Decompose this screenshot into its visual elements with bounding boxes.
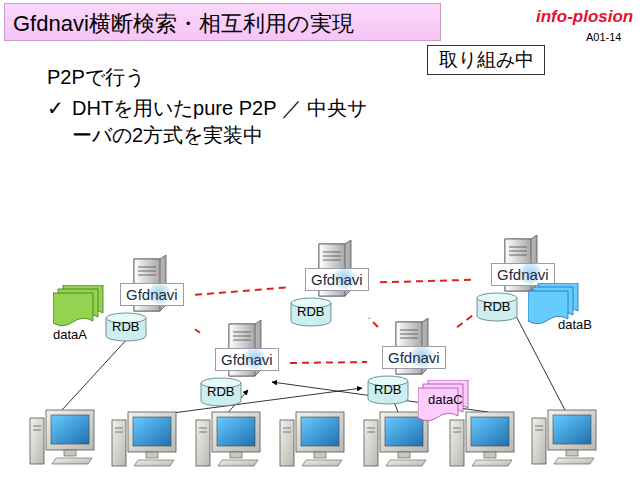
p2p-link [195, 287, 290, 295]
server-node: GfdnaviRDB [290, 240, 380, 327]
server-label: Gfdnavi [120, 283, 184, 306]
data-document: dataA [45, 285, 107, 345]
server-node: GfdnaviRDB [105, 255, 195, 342]
server-node: GfdnaviRDB [200, 320, 290, 407]
data-label: dataC [428, 392, 463, 407]
p2p-link [369, 318, 378, 327]
server-label: Gfdnavi [382, 346, 446, 369]
data-label: dataB [558, 317, 592, 332]
bullet-text: DHTを用いたpure P2P ／ 中央サーバの2方式を実装中 [72, 95, 372, 149]
title-banner: Gfdnavi横断検索・相互利用の実現 [4, 3, 441, 41]
p2p-link [457, 313, 476, 327]
database-label: RDB [112, 319, 139, 334]
status-text: 取り組み中 [439, 47, 534, 73]
server-label: Gfdnavi [215, 348, 279, 371]
server-label: Gfdnavi [305, 268, 369, 291]
data-document: dataB [528, 283, 604, 335]
data-label: dataA [53, 327, 87, 342]
p2p-link [380, 280, 476, 283]
logo-text: info-plosion [536, 6, 633, 29]
p2p-link [290, 361, 367, 364]
database-label: RDB [207, 384, 234, 399]
database-label: RDB [374, 382, 401, 397]
slide-title: Gfdnavi横断検索・相互利用の実現 [13, 9, 354, 39]
check-mark: ✓ [47, 95, 64, 122]
database-label: RDB [483, 299, 510, 314]
p2p-link [195, 329, 200, 332]
database-label: RDB [297, 304, 324, 319]
status-box: 取り組み中 [427, 45, 545, 75]
data-document: dataC [418, 380, 470, 418]
server-label: Gfdnavi [491, 263, 555, 286]
client-pcs [30, 410, 596, 466]
client-wires [62, 314, 566, 416]
document-stack [53, 285, 105, 329]
slide-number: A01-14 [586, 30, 621, 45]
bullet-heading: P2Pで行う [47, 64, 145, 91]
